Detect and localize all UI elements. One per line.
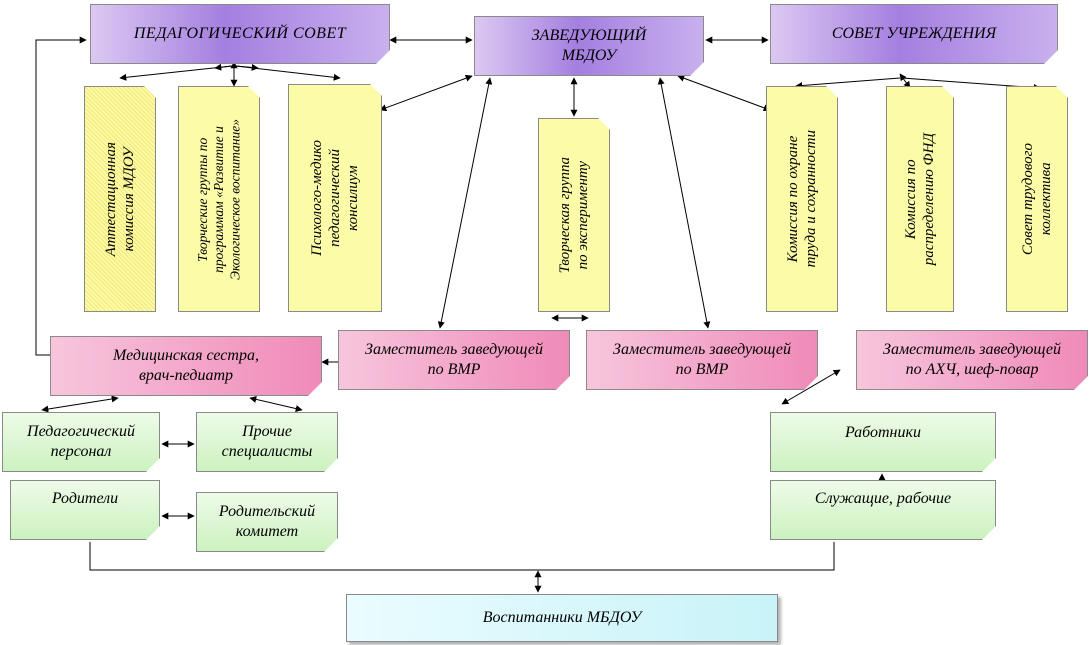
pmpk-card: Психолого-медико педагогический консилиу…	[288, 84, 382, 312]
creative-line2: программам «Развитие и	[210, 125, 226, 273]
deputy3-line1: Заместитель заведующей	[883, 341, 1061, 358]
labor-line1: Комиссия по охране	[785, 135, 801, 263]
arrow-fan2-labor	[795, 77, 901, 90]
parent-committee-line2: комитет	[235, 523, 299, 540]
arrow-head-deputy1	[437, 77, 493, 329]
parent-committee-line1: Родительский	[218, 503, 316, 520]
arrow-fan-left-up	[214, 63, 233, 71]
nurse-line1: Медицинская сестра,	[113, 347, 259, 364]
fund-line1: Комиссия по	[903, 159, 919, 239]
arrow-fan-attest	[119, 65, 233, 81]
deputy-ahch-box: Заместитель заведующей по АХЧ, шеф-повар	[856, 330, 1088, 390]
workers-label: Работники	[845, 424, 921, 441]
pedagogical-council-box: ПЕДАГОГИЧЕСКИЙ СОВЕТ	[90, 4, 390, 64]
employees-label: Служащие, рабочие	[814, 490, 952, 507]
attestation-commission-card: Аттестационная комиссия МДОУ	[84, 86, 156, 312]
parents-label: Родители	[51, 490, 119, 507]
pupils-box: Воспитанники МБДОУ	[346, 594, 778, 642]
deputy1-line1: Заместитель заведующей	[365, 341, 543, 358]
labor-protection-card: Комиссия по охране труда и сохранности	[766, 86, 838, 312]
employees-box: Служащие, рабочие	[770, 480, 996, 540]
other-specialists-box: Прочие специалисты	[196, 412, 338, 472]
arrow-head-deputy2	[657, 77, 711, 329]
deputy-vmr-2-box: Заместитель заведующей по ВМР	[586, 330, 818, 390]
attestation-line1: Аттестационная	[103, 141, 119, 257]
creative-line3: Экологическое воспитание»	[227, 118, 243, 280]
parents-box: Родители	[10, 480, 160, 540]
arrow-head-labor	[677, 74, 771, 112]
arrow-head-pmpk	[379, 74, 473, 112]
deputy1-line2: по ВМР	[427, 361, 481, 378]
pedagogical-staff-box: Педагогический персонал	[2, 412, 160, 472]
pmpk-line2: педагогический	[327, 149, 343, 247]
workers-box: Работники	[770, 412, 996, 472]
deputy3-line2: по АХЧ, шеф-повар	[905, 361, 1039, 378]
institution-council-box: СОВЕТ УЧРЕЖДЕНИЯ	[770, 4, 1058, 64]
head-mbdou-box: ЗАВЕДУЮЩИЙ МБДОУ	[474, 16, 704, 76]
deputy-vmr-1-box: Заместитель заведующей по ВМР	[338, 330, 570, 390]
pmpk-line3: консилиум	[345, 165, 361, 231]
creative-groups-card: Творческие группы по программам «Развити…	[178, 86, 260, 312]
creative-line1: Творческие группы по	[194, 136, 210, 262]
nurse-pediatrician-box: Медицинская сестра, врач-педиатр	[50, 336, 322, 396]
arrow-nurse-other	[249, 396, 303, 412]
arrow-fan-right-up	[235, 63, 259, 71]
labor-line2: труда и сохранности	[803, 130, 819, 268]
attestation-line2: комиссия МДОУ	[121, 146, 137, 252]
other-line1: Прочие	[242, 423, 292, 440]
staff-council-line1: Совет трудового	[1020, 142, 1036, 256]
line-bottom-bracket	[89, 542, 835, 571]
nurse-line2: врач-педиатр	[138, 367, 234, 384]
parent-committee-box: Родительский комитет	[196, 492, 338, 552]
head-label-line1: ЗАВЕДУЮЩИЙ	[531, 27, 647, 44]
experiment-line1: Творческая группа	[557, 156, 573, 274]
pupils-label: Воспитанники МБДОУ	[482, 609, 642, 626]
head-label-line2: МБДОУ	[561, 47, 617, 64]
line-nurse-to-pedcouncil	[35, 36, 87, 356]
experiment-group-card: Творческая группа по эксперименту	[538, 118, 610, 312]
experiment-line2: по эксперименту	[575, 160, 591, 270]
arrow-nurse-pedstaff	[41, 395, 119, 413]
pmpk-line1: Психолого-медико	[309, 140, 325, 256]
deputy2-line1: Заместитель заведующей	[613, 341, 791, 358]
ped-staff-line1: Педагогический	[27, 423, 135, 440]
ped-staff-line2: персонал	[50, 443, 112, 460]
staff-council-line2: коллектива	[1038, 162, 1054, 236]
other-line2: специалисты	[221, 443, 313, 460]
staff-council-card: Совет трудового коллектива	[1006, 86, 1068, 312]
arrow-fan2-fund	[899, 73, 911, 89]
deputy2-line2: по ВМР	[675, 361, 729, 378]
fund-distribution-card: Комиссия по распределению ФНД	[886, 86, 954, 312]
pedagogical-council-label: ПЕДАГОГИЧЕСКИЙ СОВЕТ	[133, 25, 347, 42]
arrow-deputy3-workers	[781, 369, 841, 405]
institution-council-label: СОВЕТ УЧРЕЖДЕНИЯ	[831, 25, 997, 42]
fund-line2: распределению ФНД	[921, 132, 937, 266]
